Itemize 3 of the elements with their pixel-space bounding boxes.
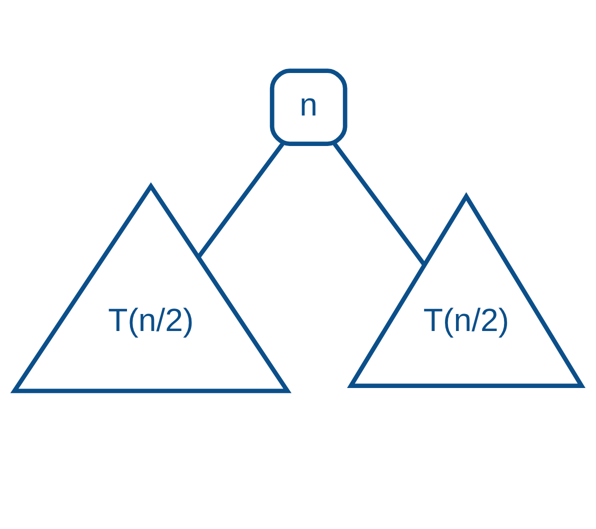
node-box: n <box>270 68 348 146</box>
connector <box>196 142 284 258</box>
connector <box>332 142 426 266</box>
